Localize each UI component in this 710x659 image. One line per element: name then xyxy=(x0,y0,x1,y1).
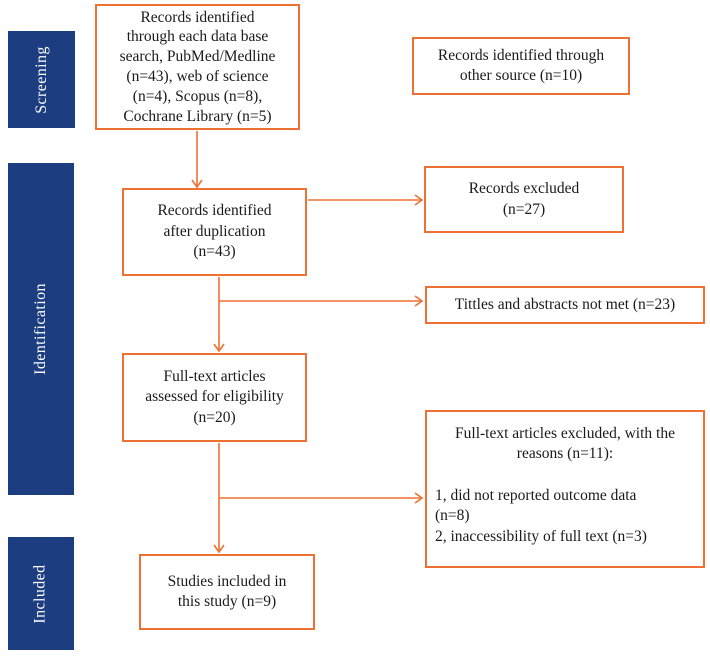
phase-included-label: Included xyxy=(32,563,49,624)
phase-included: Included xyxy=(8,537,74,650)
box-records-after-duplication: Records identified after duplication (n=… xyxy=(122,188,307,276)
fulltext-excluded-reasons: 1, did not reported outcome data (n=8) 2… xyxy=(435,486,647,545)
phase-screening: Screening xyxy=(8,31,75,128)
fulltext-excluded-heading: Full-text articles excluded, with the re… xyxy=(455,425,675,463)
box-titles-abstracts-not-met: Tittles and abstracts not met (n=23) xyxy=(425,286,705,324)
phase-screening-label: Screening xyxy=(32,45,50,114)
box-records-excluded: Records excluded (n=27) xyxy=(424,166,624,233)
box-studies-included: Studies included in this study (n=9) xyxy=(139,554,315,630)
box-fulltext-assessed: Full-text articles assessed for eligibil… xyxy=(122,353,307,442)
box-records-other-source: Records identified through other source … xyxy=(412,37,630,95)
box-records-database-search: Records identified through each data bas… xyxy=(95,4,300,130)
box-fulltext-excluded: Full-text articles excluded, with the re… xyxy=(425,410,705,568)
phase-identification-label: Identification xyxy=(32,283,50,375)
phase-identification: Identification xyxy=(8,163,74,495)
